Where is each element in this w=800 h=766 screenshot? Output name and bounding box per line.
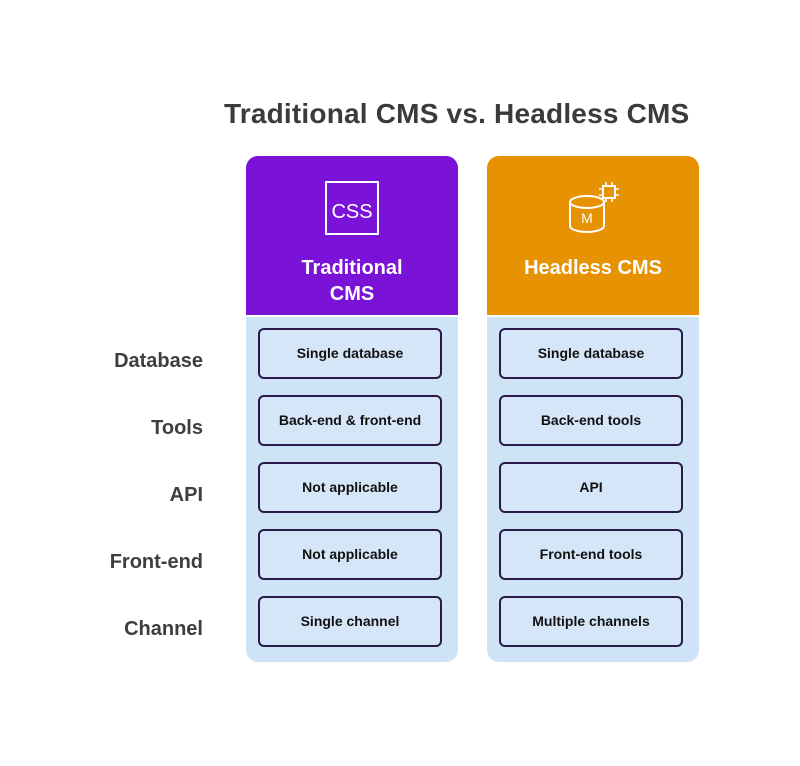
cell-headless-tools: Back-end tools [499, 395, 683, 446]
cell-traditional-database: Single database [258, 328, 442, 379]
database-icon-text: M [581, 210, 593, 226]
cell-traditional-api: Not applicable [258, 462, 442, 513]
headless-cms-header: M Headless CMS [487, 156, 699, 315]
row-label-front-end: Front-end [109, 551, 203, 573]
cell-headless-channel: Multiple channels [499, 596, 683, 647]
cell-traditional-tools: Back-end & front-end [258, 395, 442, 446]
cell-traditional-channel: Single channel [258, 596, 442, 647]
css-icon-text: CSS [331, 201, 372, 223]
row-label-tools: Tools [151, 417, 203, 439]
traditional-cms-column: CSS Traditional CMS Single database Back… [246, 156, 458, 662]
column-divider [246, 315, 458, 317]
cell-headless-front-end: Front-end tools [499, 529, 683, 580]
traditional-cms-title-line1: Traditional [301, 257, 403, 279]
traditional-cms-title-line2: CMS [329, 283, 375, 305]
css-box-icon: CSS [325, 181, 379, 235]
row-label-database: Database [114, 350, 203, 372]
cell-headless-database: Single database [499, 328, 683, 379]
headless-cms-column: M Headless CMS Single database Back-end … [487, 156, 699, 662]
row-label-channel: Channel [124, 618, 203, 640]
cell-headless-api: API [499, 462, 683, 513]
cell-traditional-front-end: Not applicable [258, 529, 442, 580]
diagram-title: Traditional CMS vs. Headless CMS [224, 98, 690, 129]
column-divider [487, 315, 699, 317]
headless-cms-title: Headless CMS [524, 257, 662, 279]
row-label-api: API [169, 484, 203, 506]
traditional-cms-header: CSS Traditional CMS [246, 156, 458, 315]
database-chip-icon: M [569, 182, 619, 233]
